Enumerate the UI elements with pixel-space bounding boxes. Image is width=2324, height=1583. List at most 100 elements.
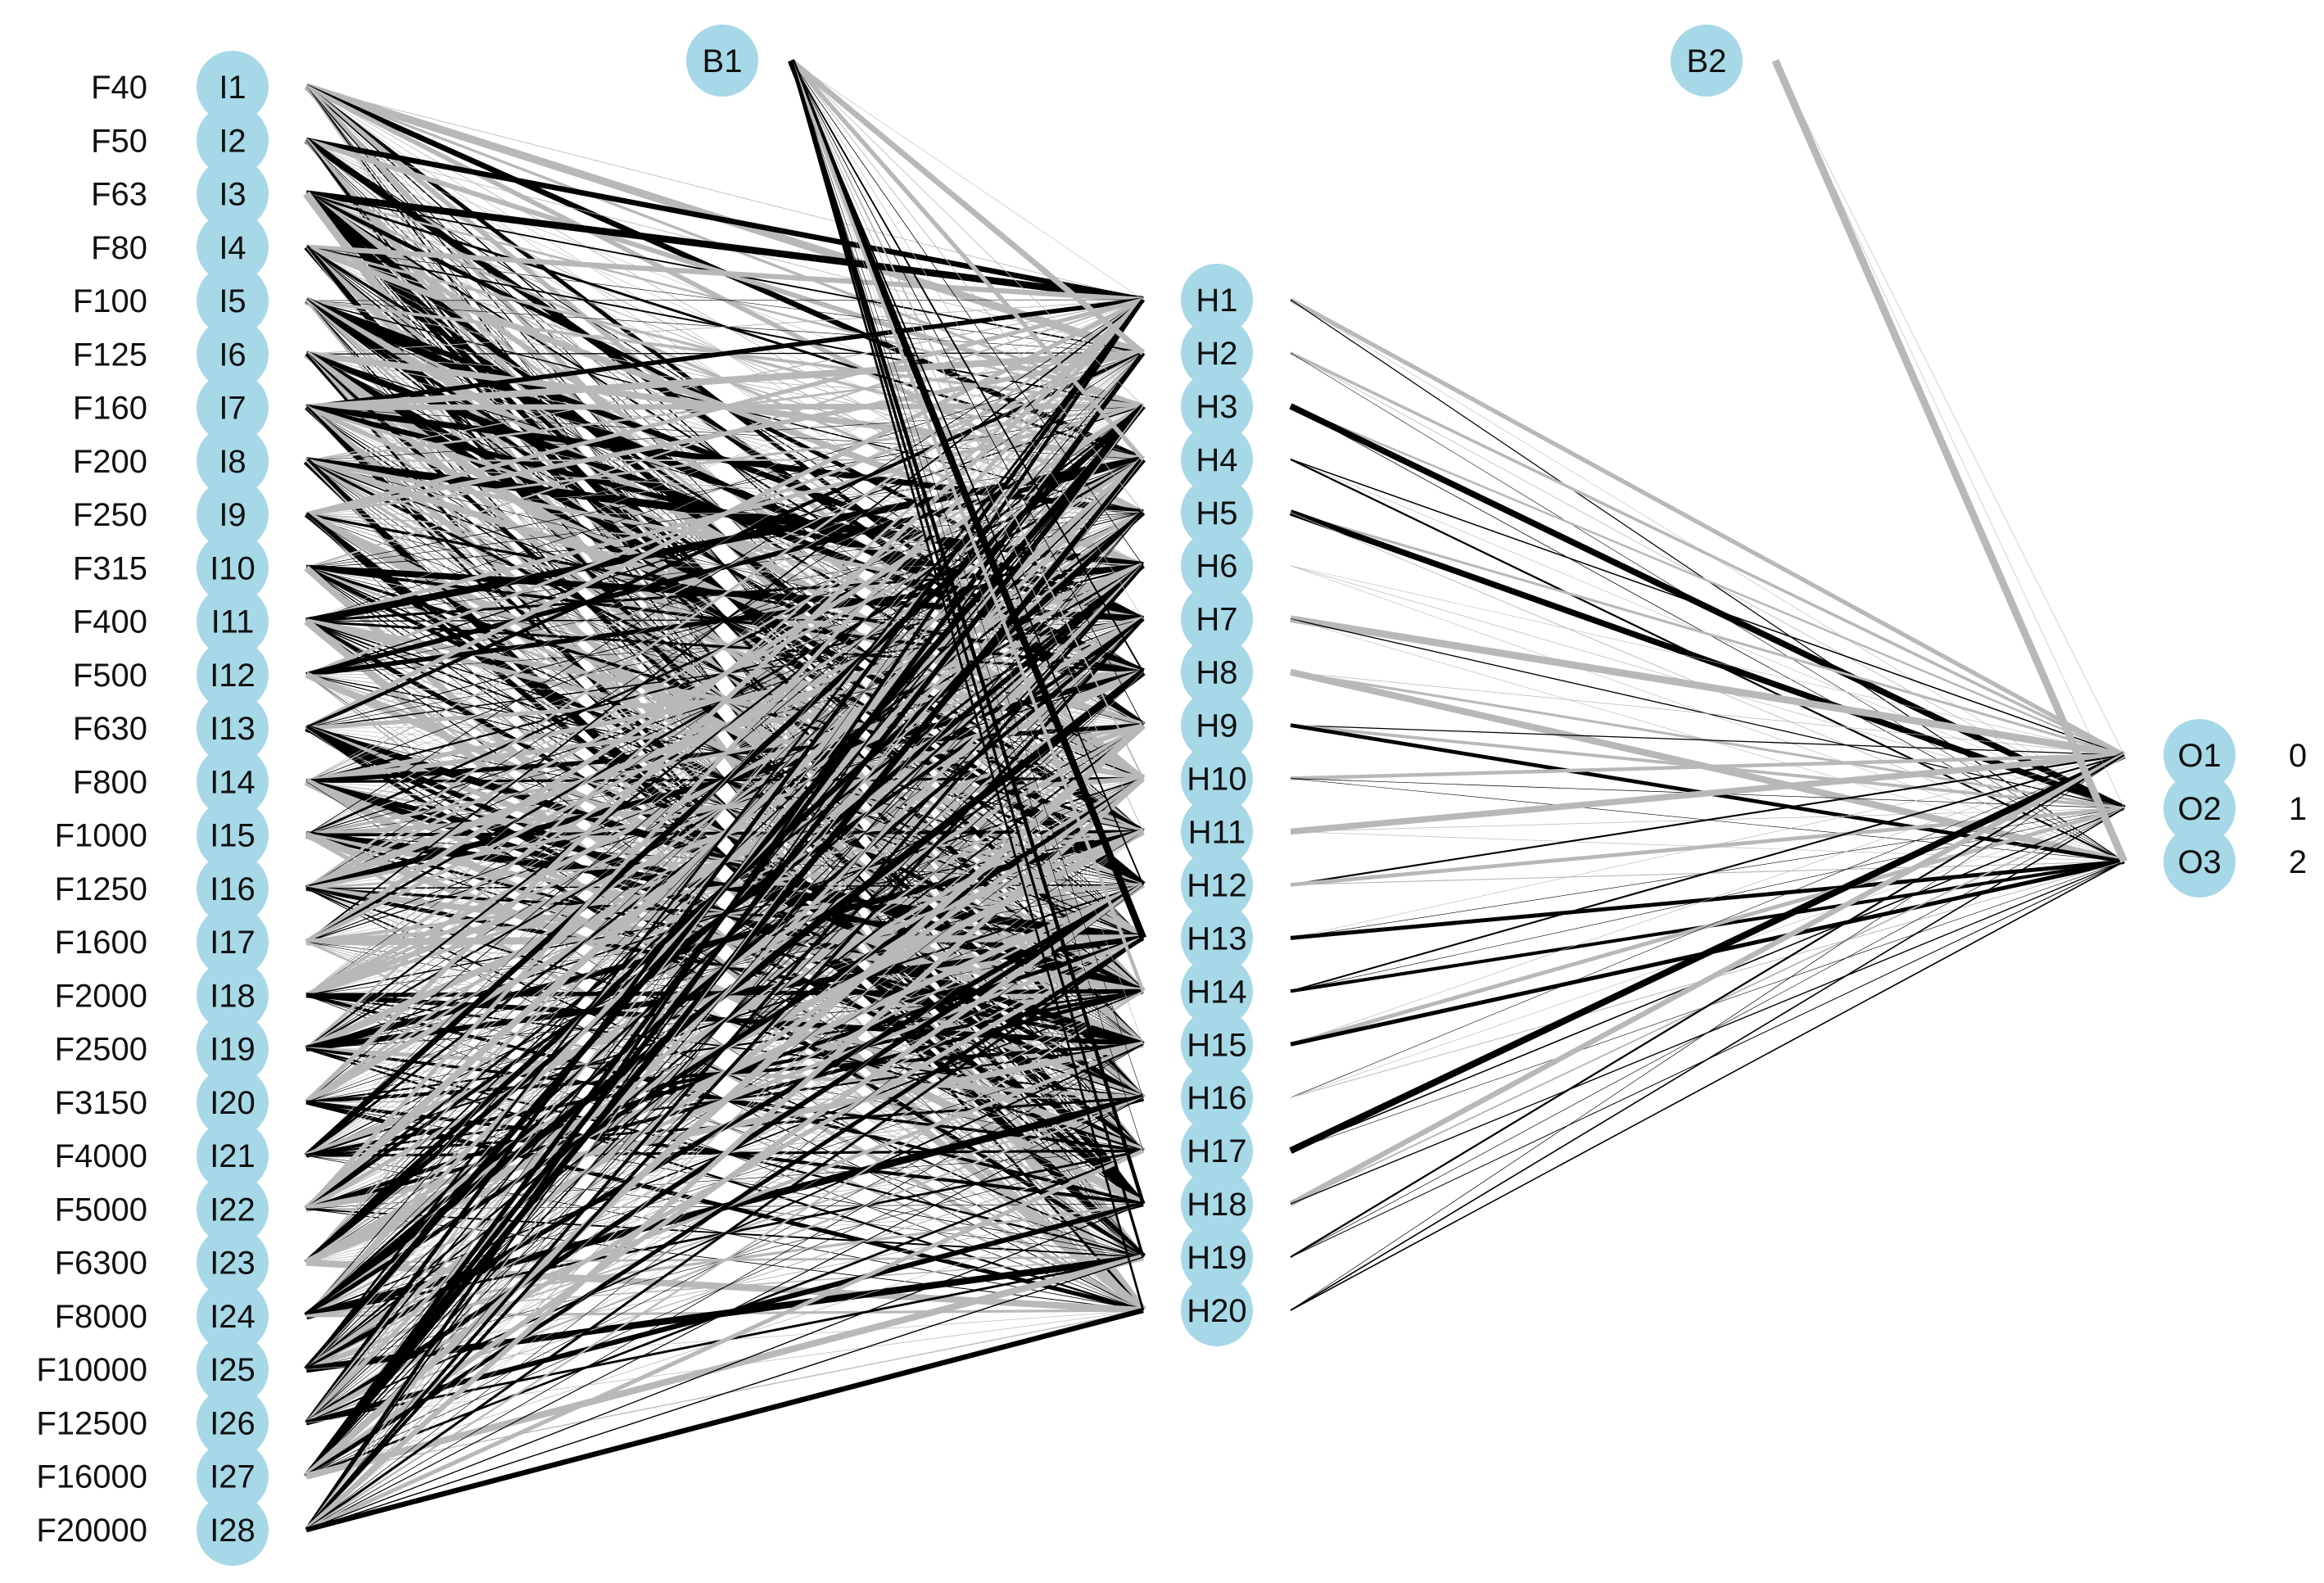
edge-input-hidden — [305, 298, 1145, 1531]
edge-bias-hidden — [790, 60, 1144, 673]
feature-label: F1000 — [55, 818, 147, 854]
input-node-i25-circle — [197, 1333, 269, 1406]
input-node-i11-label: I11 — [211, 604, 255, 640]
input-node-i3-label: I3 — [219, 177, 246, 213]
edge-input-hidden — [305, 299, 1144, 676]
edge-input-hidden — [305, 299, 1144, 1317]
hidden-node-h8-circle — [1181, 635, 1253, 708]
edge-bias-hidden — [789, 59, 1146, 461]
feature-label: F1250 — [55, 871, 147, 907]
feature-label: F40 — [91, 70, 147, 106]
input-node-i2-label: I2 — [219, 123, 246, 159]
class-label: 2 — [2289, 844, 2307, 880]
edge-bias-hidden — [790, 60, 1144, 726]
feature-label: F12500 — [36, 1405, 147, 1441]
output-node-o1-circle — [2163, 719, 2236, 791]
input-node-i6-circle — [197, 318, 269, 391]
edge-hidden-output — [1290, 752, 2125, 835]
edge-input-hidden — [305, 298, 1145, 1211]
edge-input-hidden — [305, 138, 1144, 303]
edge-input-hidden — [305, 299, 1144, 462]
edge-input-hidden — [305, 244, 1144, 303]
hidden-node-h18-circle — [1181, 1168, 1253, 1241]
input-node-i21-circle — [197, 1119, 269, 1192]
feature-label: F2000 — [55, 978, 147, 1014]
edge-input-hidden — [305, 298, 1145, 1424]
input-node-i16-circle — [197, 852, 269, 925]
edge-input-hidden — [305, 299, 1144, 1263]
hidden-node-h6-label: H6 — [1196, 549, 1237, 585]
edge-bias-hidden — [790, 60, 1144, 1098]
hidden-node-h16-circle — [1181, 1061, 1253, 1134]
edge-hidden-output — [1290, 754, 2125, 1098]
edge-hidden-output — [1290, 615, 2125, 759]
feature-label: F3150 — [55, 1085, 147, 1121]
edge-input-hidden — [305, 884, 1144, 1531]
hidden-node-h3-label: H3 — [1196, 389, 1237, 425]
edge-hidden-output — [1290, 511, 2125, 757]
feature-label: F50 — [91, 123, 147, 159]
feature-label: F4000 — [55, 1138, 147, 1174]
feature-label: F8000 — [55, 1299, 147, 1335]
hidden-node-h12-label: H12 — [1187, 867, 1246, 903]
hidden-node-h14-circle — [1181, 955, 1253, 1028]
input-node-i23-circle — [197, 1226, 269, 1299]
hidden-node-h19-circle — [1181, 1221, 1253, 1294]
hidden-node-h3-circle — [1181, 369, 1253, 442]
hidden-node-h11-label: H11 — [1188, 814, 1246, 850]
edge-input-hidden — [305, 298, 1144, 569]
input-node-i7-label: I7 — [219, 391, 246, 427]
input-node-i8-label: I8 — [219, 444, 246, 480]
network-nodes: I1I2I3I4I5I6I7I8I9I10I11I12I13I14I15I16I… — [197, 25, 2236, 1566]
input-node-i26-label: I26 — [210, 1405, 255, 1441]
hidden-node-h9-circle — [1181, 689, 1253, 762]
edge-hidden-output — [1289, 753, 2126, 1206]
feature-label: F400 — [73, 604, 147, 640]
edge-bias-hidden — [790, 60, 1144, 513]
input-node-i13-label: I13 — [210, 711, 255, 747]
output-node-o1-label: O1 — [2177, 738, 2221, 774]
edge-input-hidden — [305, 299, 1144, 622]
input-node-i27-circle — [197, 1440, 269, 1513]
input-node-i18-label: I18 — [210, 978, 255, 1014]
output-node-o2-label: O2 — [2177, 791, 2221, 827]
hidden-node-h4-circle — [1181, 423, 1253, 495]
edge-input-hidden — [304, 776, 1146, 1532]
edge-input-hidden — [305, 1307, 1144, 1533]
input-node-i17-label: I17 — [210, 925, 255, 961]
feature-label: F125 — [73, 337, 147, 373]
input-node-i1-circle — [197, 51, 269, 123]
connection-weights — [303, 58, 2128, 1533]
hidden-node-h17-circle — [1181, 1115, 1253, 1187]
edge-bias-hidden — [789, 60, 1146, 1205]
input-node-i4-circle — [197, 210, 269, 283]
hidden-node-h9-label: H9 — [1196, 708, 1237, 744]
edge-bias-hidden — [789, 60, 1146, 993]
hidden-node-h7-label: H7 — [1196, 602, 1237, 638]
input-node-i18-circle — [197, 959, 269, 1032]
hidden-node-h2-label: H2 — [1196, 336, 1237, 372]
edge-input-hidden — [305, 299, 1144, 996]
feature-label: F6300 — [55, 1246, 147, 1282]
feature-label: F315 — [73, 550, 147, 586]
output-node-o2-circle — [2163, 772, 2236, 844]
input-node-i4-label: I4 — [219, 230, 246, 266]
input-node-i19-circle — [197, 1012, 269, 1085]
feature-label: F63 — [91, 177, 147, 213]
hidden-node-h5-label: H5 — [1196, 495, 1237, 531]
edge-input-hidden — [305, 1148, 1145, 1532]
hidden-node-h16-label: H16 — [1187, 1080, 1246, 1116]
edge-input-hidden — [304, 297, 1146, 1105]
edge-input-hidden — [305, 512, 1144, 1531]
edge-bias-hidden — [790, 60, 1144, 1045]
hidden-node-h8-label: H8 — [1196, 655, 1237, 691]
bias-node-b2-label: B2 — [1687, 43, 1727, 79]
input-node-i7-circle — [197, 371, 269, 444]
hidden-node-h12-circle — [1181, 848, 1253, 921]
edge-hidden-output — [1290, 753, 2125, 886]
edge-hidden-output — [1290, 861, 2125, 1311]
edge-hidden-output — [1290, 754, 2125, 1259]
hidden-node-h20-label: H20 — [1187, 1293, 1246, 1329]
edge-input-hidden — [305, 564, 1145, 1531]
